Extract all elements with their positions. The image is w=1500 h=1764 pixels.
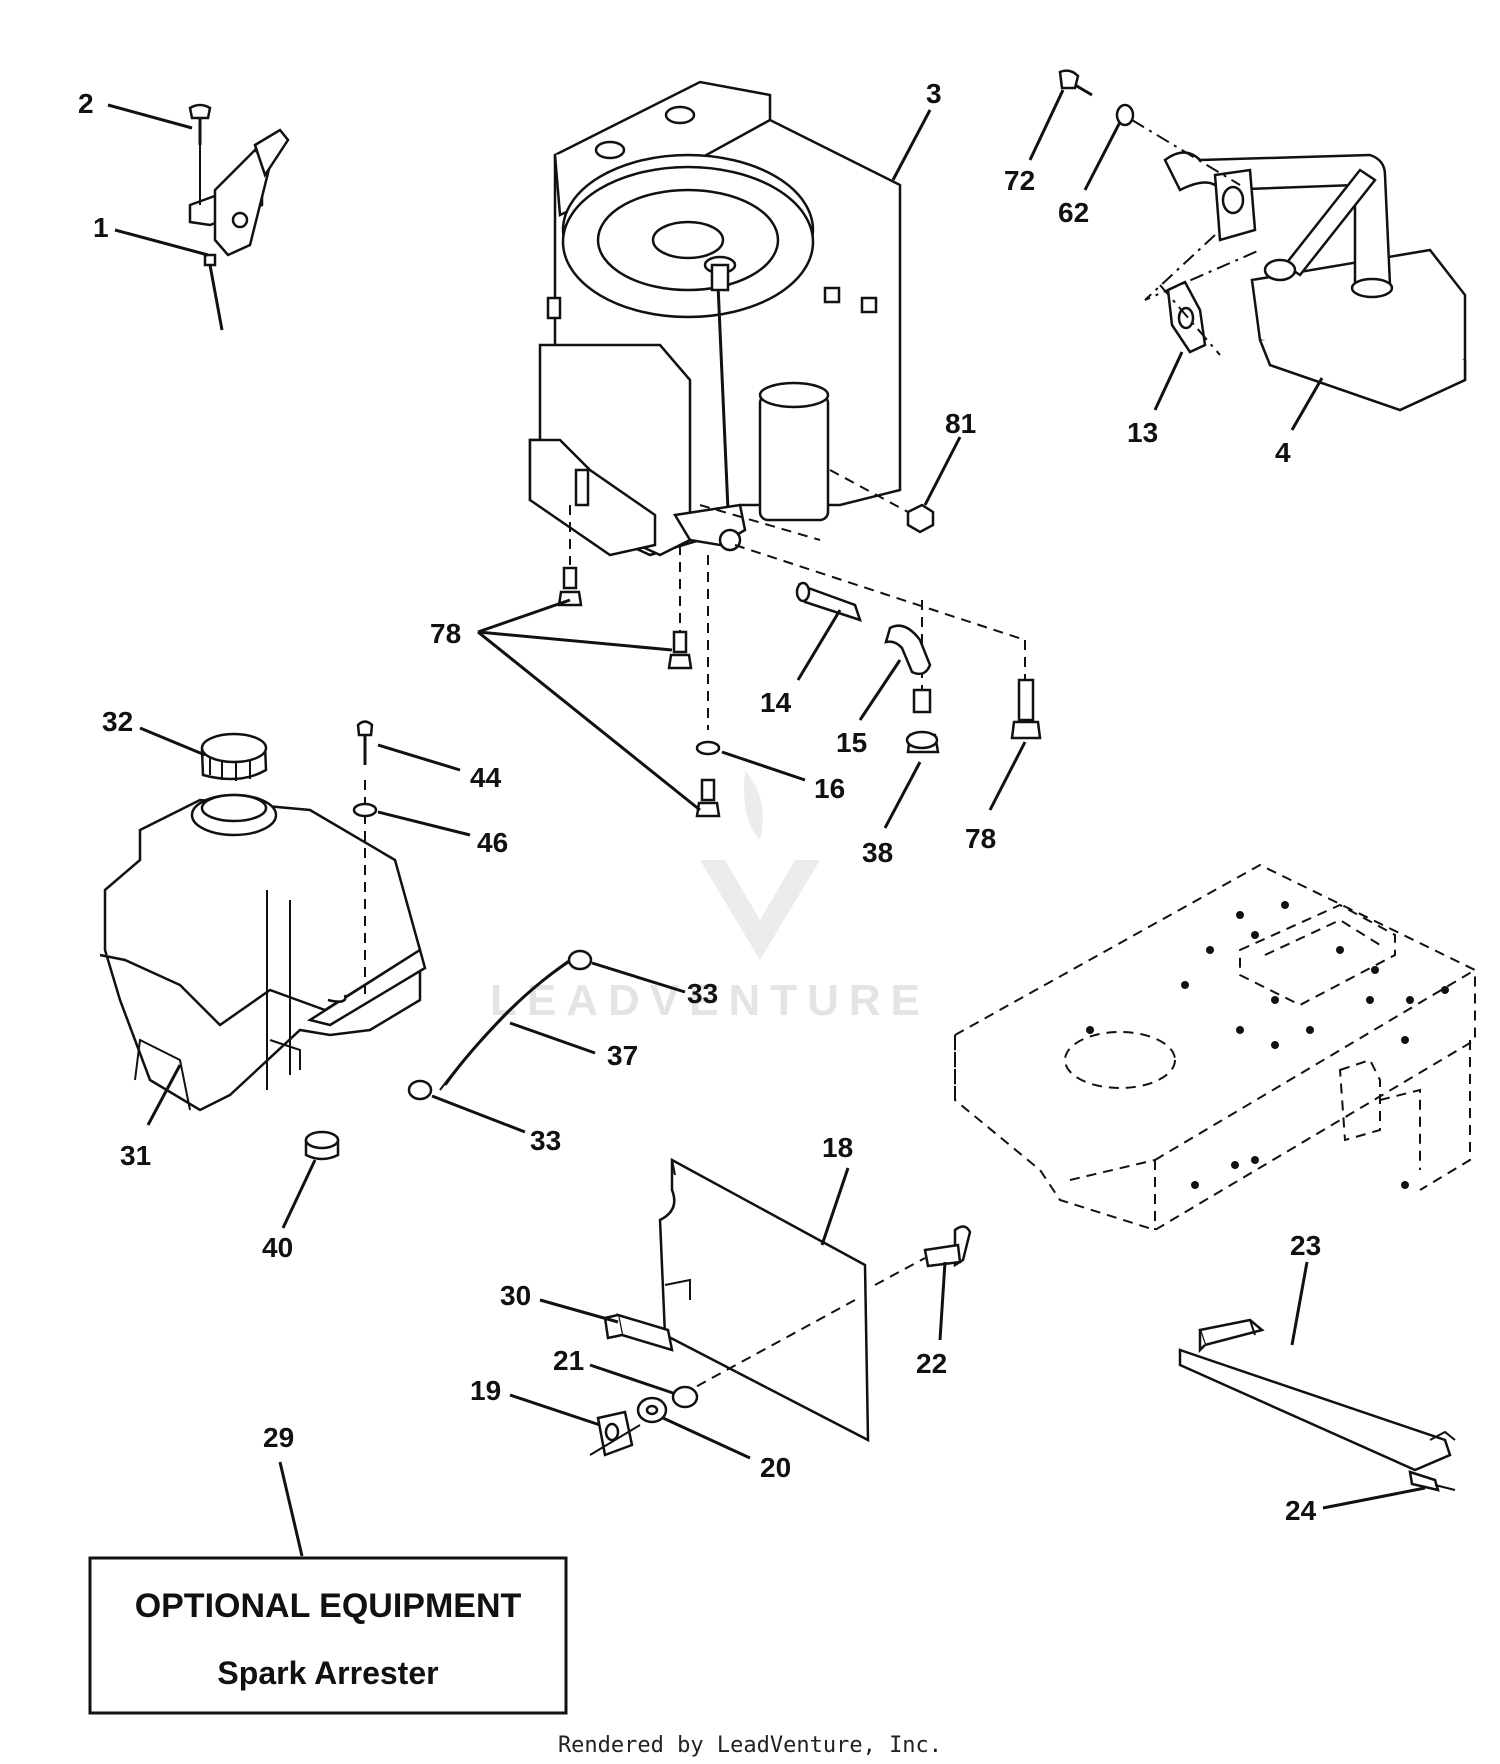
leader-23 (1290, 1261, 1309, 1346)
callout-15: 15 (836, 727, 867, 758)
optional-equipment-title: OPTIONAL EQUIPMENT (135, 1587, 522, 1625)
throttle-control-part (188, 103, 290, 331)
callout-24: 24 (1285, 1495, 1317, 1526)
callout-62: 62 (1058, 197, 1089, 228)
callout-4: 4 (1275, 437, 1291, 468)
callout-13: 13 (1127, 417, 1158, 448)
leader-14 (796, 609, 842, 681)
callout-2: 2 (78, 88, 94, 119)
spark-arrester-label: Spark Arrester (217, 1655, 438, 1691)
leader-29 (278, 1461, 304, 1557)
callout-33b: 33 (530, 1125, 561, 1156)
leader-4 (1290, 377, 1324, 431)
leader-62 (1083, 121, 1122, 191)
leader-81 (923, 436, 962, 506)
engine-part (528, 80, 902, 557)
leader-2 (107, 103, 193, 130)
callout-78b: 78 (965, 823, 996, 854)
callout-14: 14 (760, 687, 792, 718)
callout-46: 46 (477, 827, 508, 858)
leader-33a (591, 961, 686, 994)
leader-30 (539, 1298, 619, 1324)
leader-33b (431, 1094, 526, 1134)
fuel-line-part (304, 949, 593, 1161)
leader-18 (820, 1167, 850, 1246)
heat-shield-part (589, 1157, 972, 1457)
callout-32: 32 (102, 706, 133, 737)
callout-29: 29 (263, 1422, 294, 1453)
callout-72: 72 (1004, 165, 1035, 196)
leader-3 (891, 109, 932, 181)
leader-31 (146, 1064, 182, 1126)
leader-13 (1153, 351, 1184, 411)
leadventure-watermark-logo (700, 770, 820, 960)
frame-part (954, 863, 1476, 1232)
callout-18: 18 (822, 1132, 853, 1163)
leader-78a-1 (477, 598, 571, 634)
leader-44 (377, 743, 461, 772)
fuel-tank-part (99, 720, 427, 1112)
leader-72 (1028, 89, 1065, 161)
leader-38 (883, 761, 922, 829)
callout-22: 22 (916, 1348, 947, 1379)
leader-20 (662, 1416, 751, 1460)
callout-44: 44 (470, 762, 502, 793)
callout-19: 19 (470, 1375, 501, 1406)
muffler-part (1058, 69, 1467, 412)
leader-40 (281, 1159, 317, 1229)
bottom-plate-part (1178, 1318, 1456, 1492)
leader-1 (114, 228, 209, 257)
leader-19 (509, 1393, 601, 1427)
mounting-bolts-part (557, 504, 1042, 818)
callout-23: 23 (1290, 1230, 1321, 1261)
leader-37 (509, 1021, 596, 1055)
leader-15 (858, 659, 902, 721)
callout-81: 81 (945, 408, 976, 439)
callout-1: 1 (93, 212, 109, 243)
callout-37: 37 (607, 1040, 638, 1071)
leader-78a-2 (477, 630, 673, 652)
leader-21 (589, 1363, 674, 1395)
callout-30: 30 (500, 1280, 531, 1311)
callout-21: 21 (553, 1345, 584, 1376)
leader-24 (1322, 1486, 1426, 1510)
nut-81-part (829, 469, 935, 534)
callout-38: 38 (862, 837, 893, 868)
leader-22 (938, 1261, 947, 1341)
leader-78b (988, 741, 1027, 811)
callout-3: 3 (926, 78, 942, 109)
callout-31: 31 (120, 1140, 151, 1171)
footer-credit: Rendered by LeadVenture, Inc. (558, 1733, 942, 1758)
callout-40: 40 (262, 1232, 293, 1263)
leader-78a-3 (477, 630, 701, 812)
callout-20: 20 (760, 1452, 791, 1483)
watermark-text: LEADVENTURE (490, 976, 930, 1025)
callout-33a: 33 (687, 978, 718, 1009)
callout-78a: 78 (430, 618, 461, 649)
optional-equipment-box (88, 1556, 568, 1715)
leader-16 (721, 750, 806, 782)
callout-16: 16 (814, 773, 845, 804)
leader-46 (377, 810, 471, 837)
leader-32 (139, 726, 206, 757)
